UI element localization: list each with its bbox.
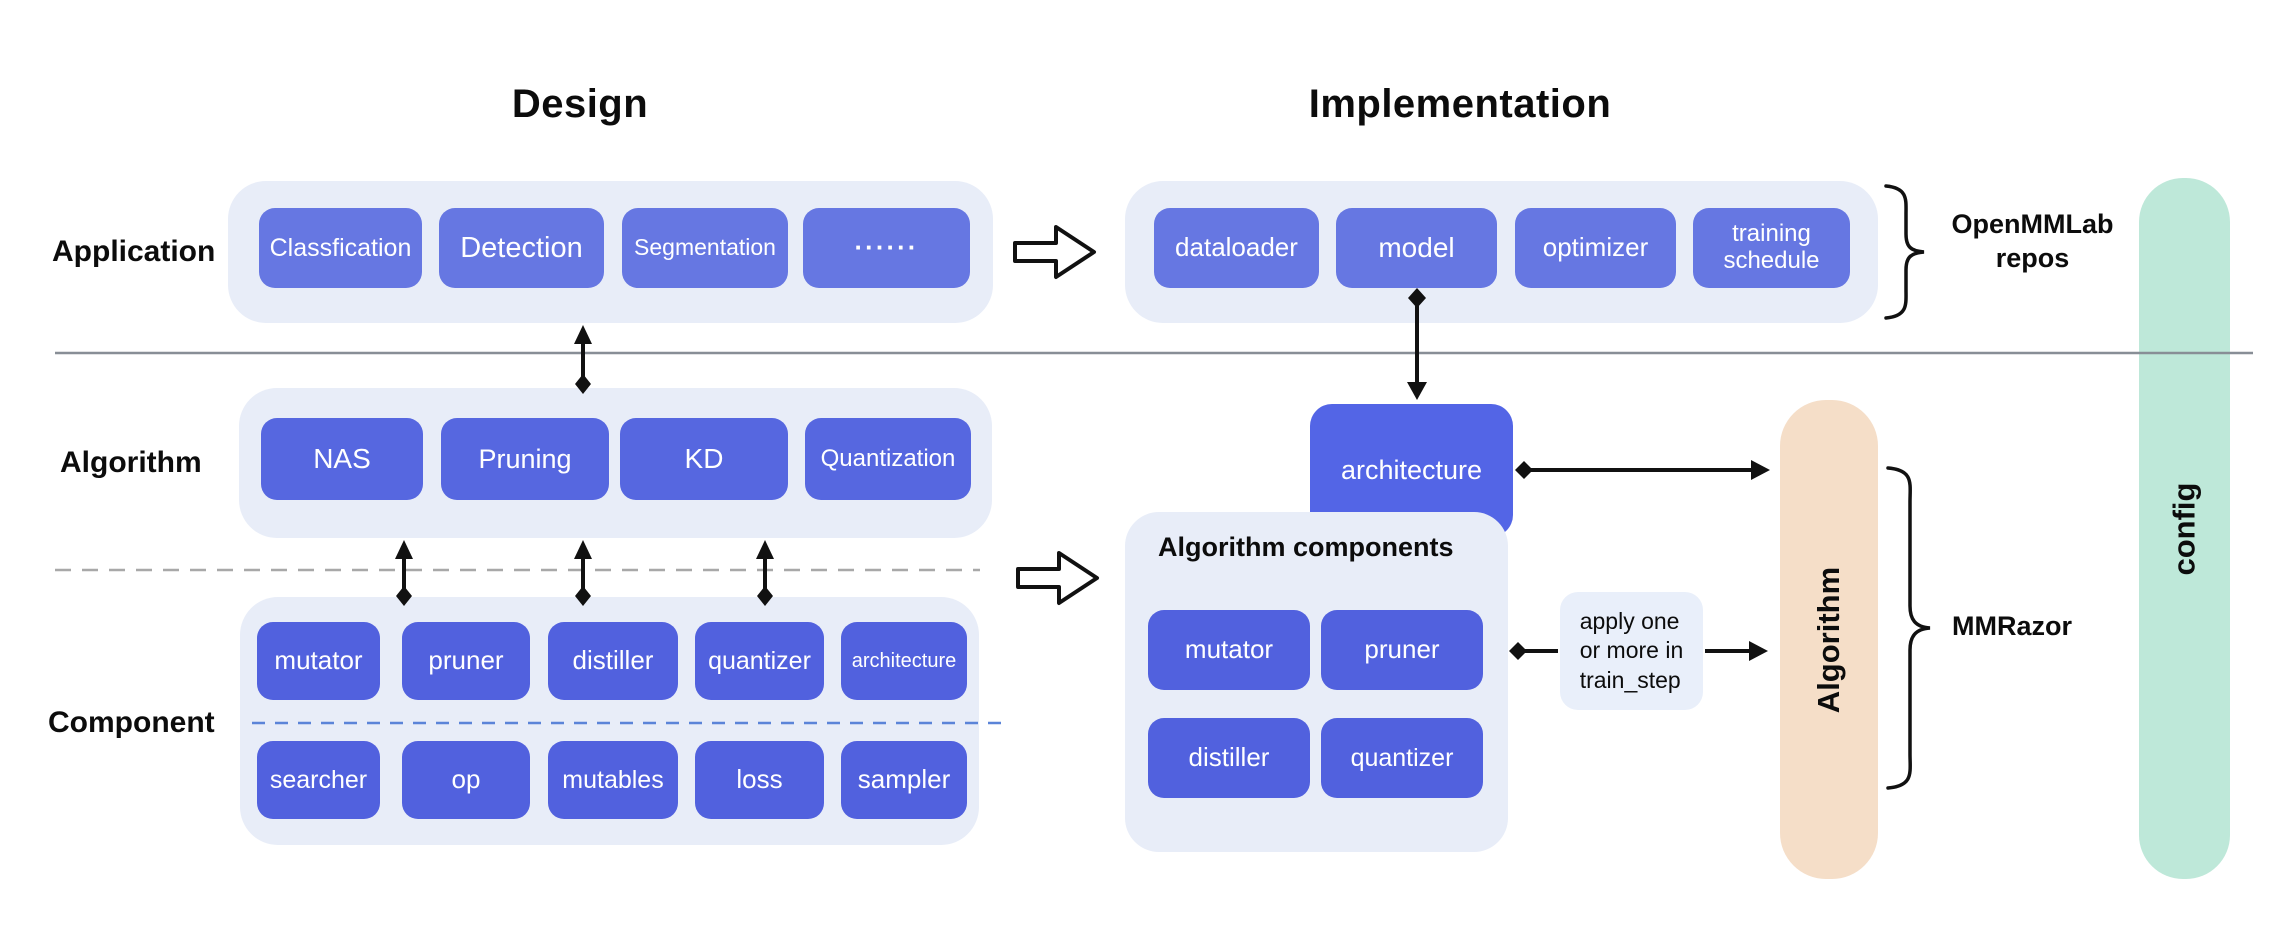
impl-comp-mutator: mutator: [1148, 610, 1310, 690]
design-comp-architecture: architecture: [841, 622, 967, 700]
impl-comp-quantizer: quantizer: [1321, 718, 1483, 798]
openmmlab-repos-label: OpenMMLab repos: [1951, 209, 2114, 273]
design-comp-loss: loss: [695, 741, 824, 819]
impl-comp-pruner: pruner: [1321, 610, 1483, 690]
impl-comp-distiller: distiller: [1148, 718, 1310, 798]
design-comp-mutables: mutables: [548, 741, 678, 819]
design-comp-pruner: pruner: [402, 622, 530, 700]
design-title: Design: [511, 82, 649, 126]
design-comp-quantizer: quantizer: [695, 622, 824, 700]
brace-openmmlab-icon: [1884, 184, 1925, 320]
design-comp-op: op: [402, 741, 530, 819]
row-label-component: Component: [48, 706, 215, 739]
impl-app-optimizer: optimizer: [1515, 208, 1676, 288]
impl-app-model: model: [1336, 208, 1497, 288]
architecture-algorithm-connector: [1515, 460, 1770, 480]
design-app-ellipsis: ······: [803, 208, 970, 288]
apply-note: apply one or more in train_step: [1560, 592, 1703, 710]
implementation-title: Implementation: [1308, 82, 1612, 126]
hollow-arrow-icon-application: [1013, 225, 1096, 279]
design-comp-searcher: searcher: [257, 741, 380, 819]
design-alg-pruning: Pruning: [441, 418, 609, 500]
design-alg-quantization: Quantization: [805, 418, 971, 500]
design-comp-sampler: sampler: [841, 741, 967, 819]
config-pillar-label: config: [2166, 482, 2202, 575]
brace-mmrazor-icon: [1886, 466, 1931, 790]
impl-components-title: Algorithm components: [1158, 532, 1454, 562]
design-alg-nas: NAS: [261, 418, 423, 500]
algorithm-pillar: Algorithm: [1780, 400, 1878, 879]
design-app-classfication: Classfication: [259, 208, 422, 288]
row-label-algorithm: Algorithm: [60, 446, 202, 479]
algorithm-pillar-label: Algorithm: [1811, 566, 1846, 713]
impl-app-training-schedule: training schedule: [1693, 208, 1850, 288]
double-arrow-icon-app-alg: [574, 325, 592, 394]
impl-app-dataloader: dataloader: [1154, 208, 1319, 288]
design-comp-mutator: mutator: [257, 622, 380, 700]
design-app-detection: Detection: [439, 208, 604, 288]
config-pillar: config: [2139, 178, 2230, 879]
hollow-arrow-icon-algorithm: [1016, 551, 1099, 605]
design-app-segmentation: Segmentation: [622, 208, 788, 288]
design-alg-kd: KD: [620, 418, 788, 500]
row-label-application: Application: [52, 235, 216, 268]
design-comp-distiller: distiller: [548, 622, 678, 700]
mmrazor-label: MMRazor: [1952, 611, 2072, 641]
